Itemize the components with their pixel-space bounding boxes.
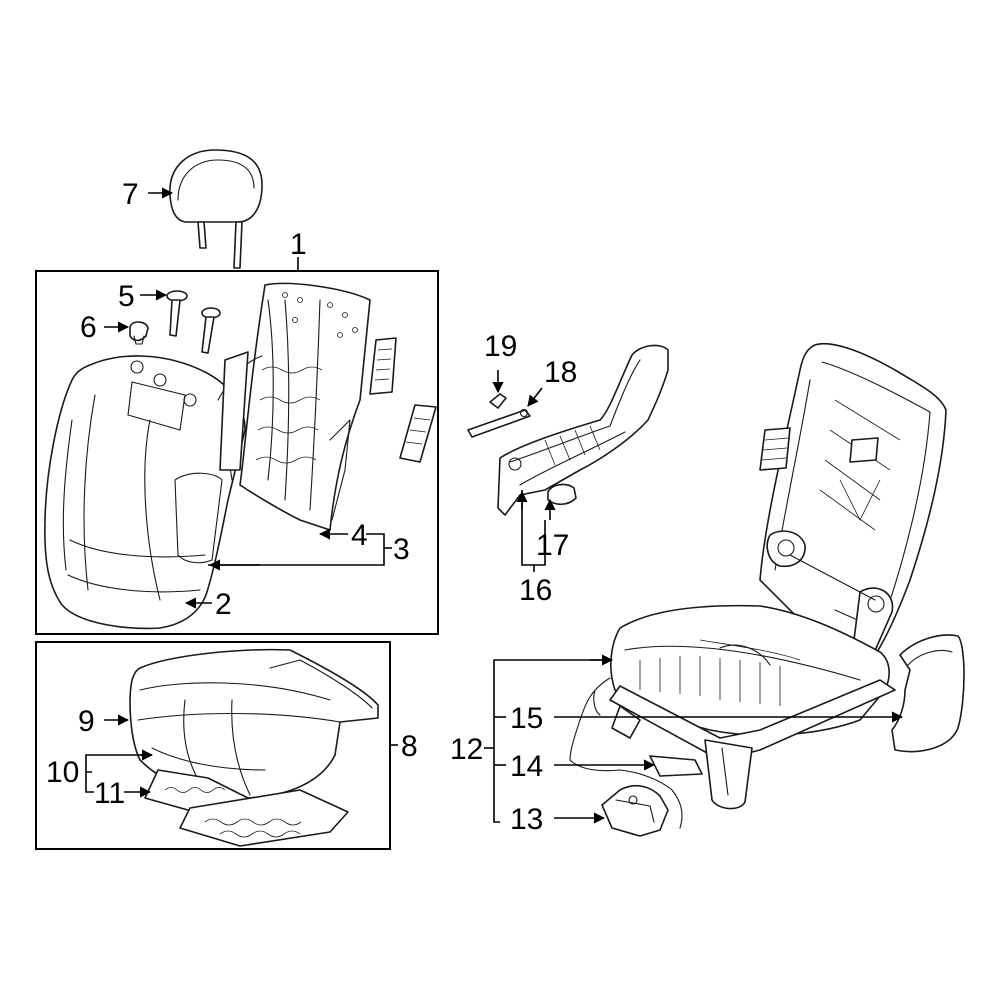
callout-1: 1 xyxy=(290,228,307,261)
side-trim-panel xyxy=(497,344,669,516)
callout-8: 8 xyxy=(401,730,418,763)
callout-9: 9 xyxy=(78,705,95,738)
cushion-heater-pads xyxy=(144,769,349,847)
callout-3: 3 xyxy=(393,533,410,566)
cover-17 xyxy=(547,483,577,506)
callout-labels: 7 1 5 6 4 3 2 8 9 10 11 19 18 17 16 12 1… xyxy=(46,178,577,836)
seatback-group-box xyxy=(35,270,439,635)
callout-6: 6 xyxy=(80,311,97,344)
callout-15: 15 xyxy=(510,702,543,735)
callout-4: 4 xyxy=(351,519,368,552)
callout-10: 10 xyxy=(46,756,79,789)
callout-5: 5 xyxy=(118,280,135,313)
small-part-19 xyxy=(489,393,507,409)
seatback-pad xyxy=(217,282,437,531)
callout-7: 7 xyxy=(122,178,139,211)
seatback-cover xyxy=(44,355,246,630)
callout-12: 12 xyxy=(450,733,483,766)
bolts xyxy=(166,290,221,354)
callout-14: 14 xyxy=(510,750,543,783)
callout-19: 19 xyxy=(484,330,517,363)
trim-strip-18 xyxy=(467,408,531,438)
callout-11: 11 xyxy=(94,777,125,810)
callout-17: 17 xyxy=(536,529,569,562)
leader-lines xyxy=(85,187,904,824)
seat-frame xyxy=(569,342,965,837)
callout-13: 13 xyxy=(510,803,543,836)
headrest xyxy=(169,149,263,269)
seat-cushion xyxy=(129,648,379,799)
callout-2: 2 xyxy=(215,588,232,621)
callout-18: 18 xyxy=(544,356,577,389)
callout-16: 16 xyxy=(519,574,552,607)
clip xyxy=(129,321,149,345)
